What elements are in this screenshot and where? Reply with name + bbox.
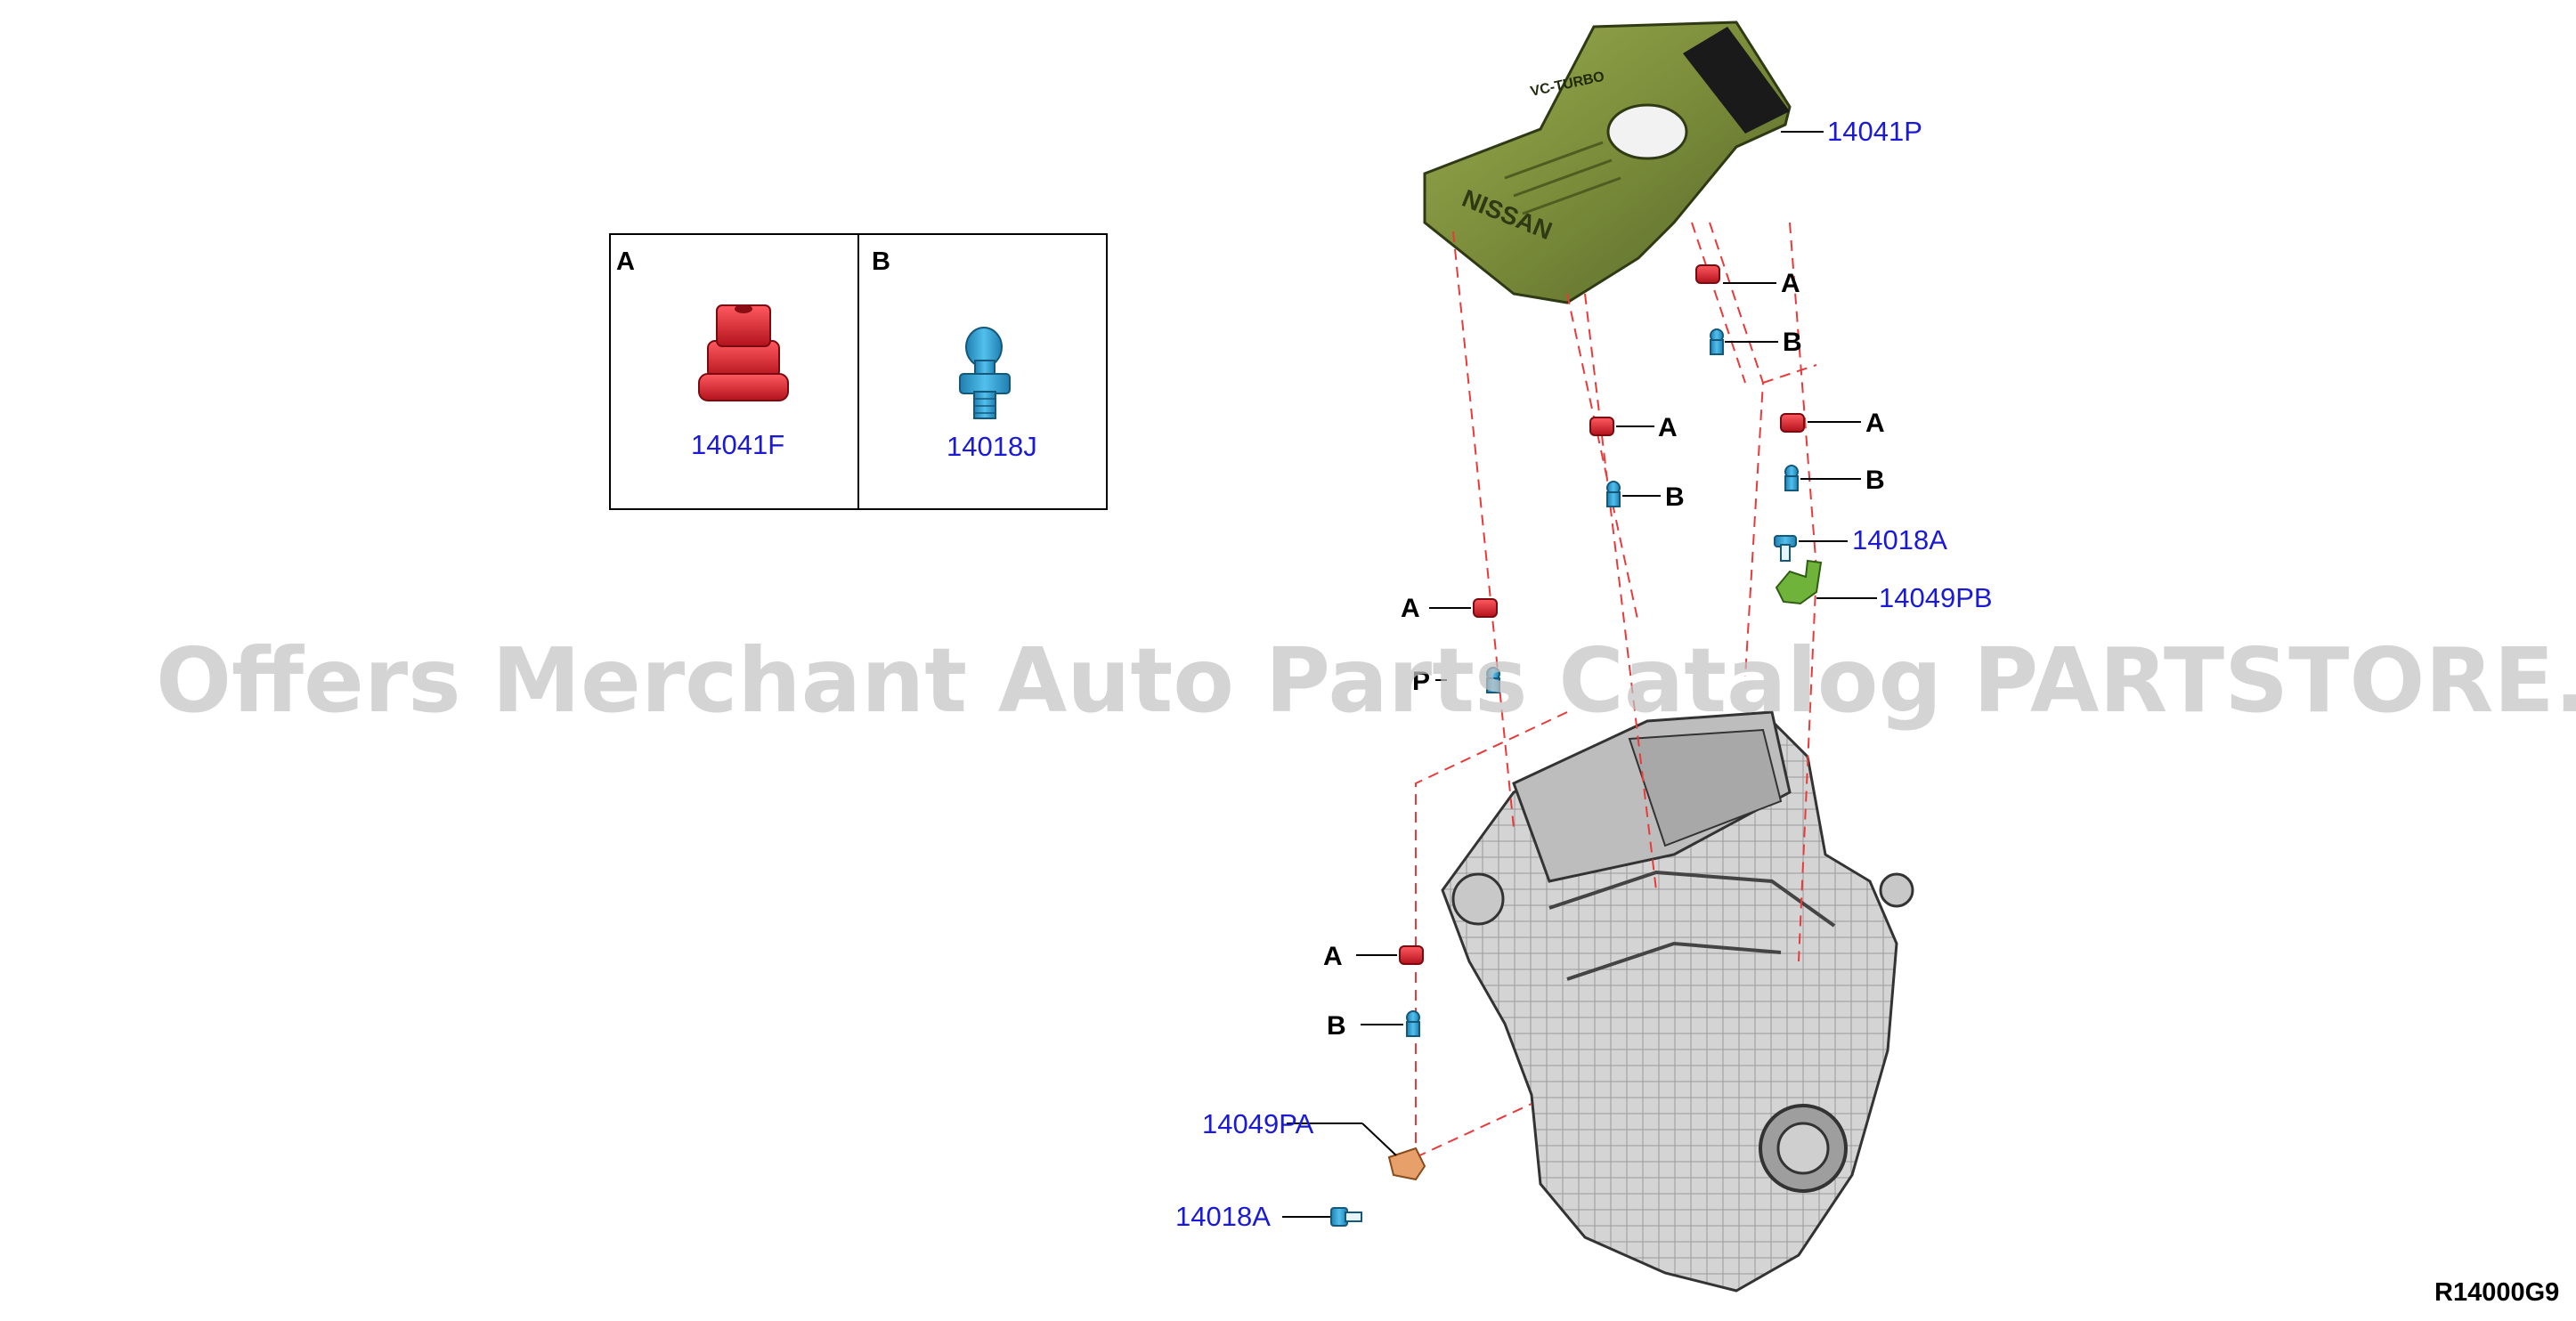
stud-b-1[interactable] (1710, 328, 1724, 355)
label-bracket-14049pa: 14049PA (1202, 1108, 1314, 1139)
label-nut-a-5: A (1323, 942, 1343, 971)
stud-14018a-left[interactable] (1330, 1207, 1362, 1227)
watermark-text: Offers Merchant Auto Parts Catalog PARTS… (156, 628, 2576, 733)
nut-a-2[interactable] (1589, 417, 1614, 436)
nut-a-3[interactable] (1780, 413, 1805, 433)
label-nut-a-3: A (1865, 409, 1885, 438)
label-cover-14041p: 14041P (1827, 116, 1922, 147)
label-stud-14018a-left: 14018A (1175, 1201, 1271, 1232)
label-nut-a-2: A (1658, 413, 1678, 442)
legend-part-b: 14018J (947, 431, 1037, 462)
stud-b-2[interactable] (1606, 481, 1621, 507)
engine-cover: NISSAN VC-TURBO (1423, 20, 1792, 304)
engine-assembly (1441, 710, 1914, 1293)
bracket-14049pa[interactable] (1387, 1147, 1426, 1181)
label-stud-p: P (1412, 667, 1430, 696)
label-nut-a-1: A (1781, 269, 1800, 298)
stud-14018a-right[interactable] (1774, 535, 1797, 562)
label-stud-b-4: B (1327, 1011, 1346, 1041)
stud-b-4[interactable] (1406, 1010, 1420, 1037)
stud-p[interactable] (1486, 667, 1500, 693)
label-stud-14018a-right: 14018A (1852, 524, 1947, 555)
nut-icon (698, 304, 789, 401)
stud-b-3[interactable] (1784, 465, 1799, 491)
label-stud-b-3: B (1865, 466, 1885, 495)
legend-part-a: 14041F (691, 429, 784, 460)
nut-a-1[interactable] (1695, 264, 1720, 284)
ball-stud-icon (959, 327, 1011, 419)
legend-box: A B 14041F 14018J (609, 233, 1108, 510)
nut-a-4[interactable] (1473, 598, 1498, 618)
reference-code: R14000G9 (2434, 1278, 2559, 1307)
nut-a-5[interactable] (1399, 945, 1424, 965)
label-stud-b-1: B (1783, 328, 1802, 357)
label-stud-b-2: B (1665, 482, 1685, 512)
label-bracket-14049pb: 14049PB (1879, 582, 1993, 613)
legend-letter-a: A (616, 247, 635, 276)
legend-letter-b: B (872, 247, 890, 276)
label-nut-a-4: A (1401, 594, 1420, 623)
bracket-14049pb[interactable] (1775, 559, 1823, 605)
